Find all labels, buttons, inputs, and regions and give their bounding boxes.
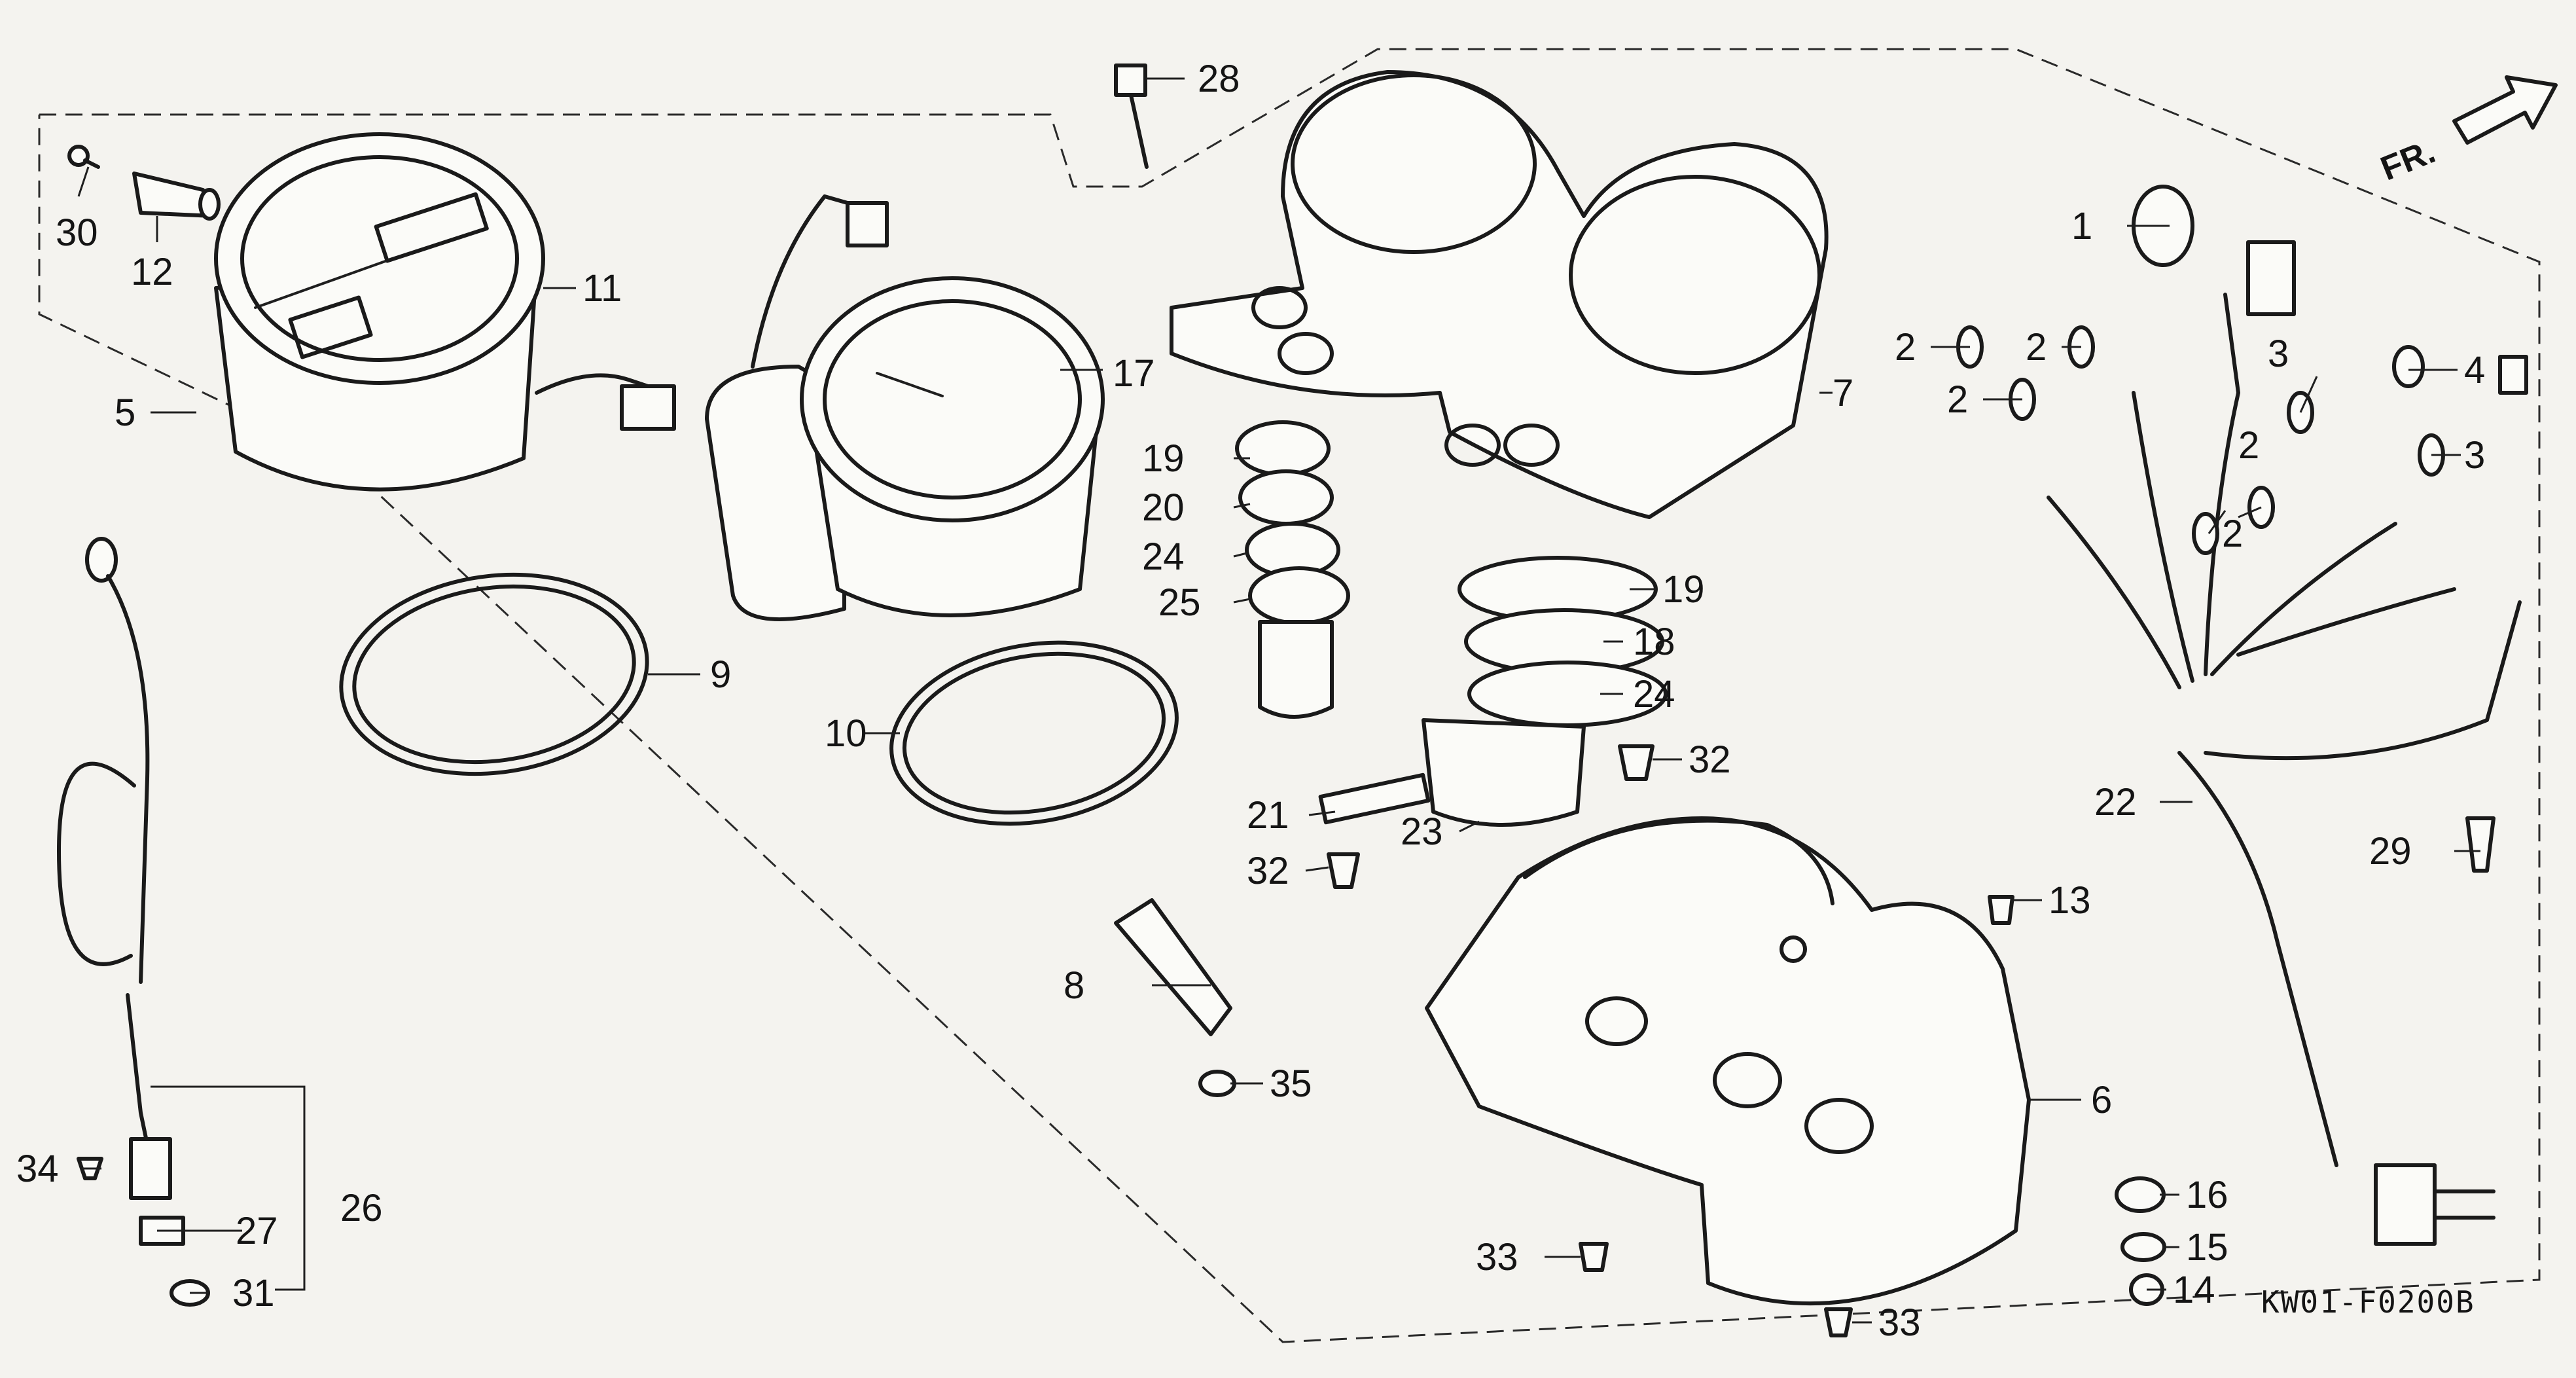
screw-33a (1579, 1242, 1609, 1272)
callout-26: 26 (340, 1187, 383, 1229)
callout-15: 15 (2186, 1226, 2228, 1269)
nut-35 (1198, 1070, 1236, 1097)
callout-2: 2 (1895, 326, 1916, 369)
cable-end-26 (126, 993, 185, 1246)
callout-27: 27 (236, 1210, 278, 1252)
leader-lines (77, 77, 2480, 1324)
meter-case-6 (1425, 816, 2031, 1306)
callout-25: 25 (1158, 581, 1201, 624)
callout-31: 31 (232, 1272, 275, 1315)
bolt-28 (1114, 63, 1149, 169)
callout-5: 5 (115, 391, 135, 434)
plate-21 (1318, 772, 1431, 825)
callout-20: 20 (1142, 486, 1185, 529)
callout-34: 34 (16, 1148, 59, 1190)
callout-2: 2 (2238, 424, 2259, 467)
callout-13: 13 (2048, 879, 2091, 922)
socket-stack-left (1235, 420, 1350, 719)
callout-1: 1 (2071, 205, 2092, 247)
screw-13 (1988, 895, 2014, 925)
callout-21: 21 (1247, 794, 1289, 837)
bracket-8 (1114, 898, 1232, 1036)
wire-harness-22 (2047, 240, 2522, 1246)
callout-12: 12 (131, 251, 173, 293)
callout-19: 19 (1142, 437, 1185, 480)
callout-8: 8 (1064, 964, 1084, 1007)
callout-7: 7 (1833, 372, 1853, 414)
screw-33b (1824, 1307, 1853, 1337)
callout-32: 32 (1247, 850, 1289, 892)
cap-4 (2392, 345, 2425, 388)
callout-14: 14 (2173, 1269, 2215, 1311)
callout-11: 11 (582, 267, 622, 310)
screw-29 (2465, 816, 2496, 873)
callout-3: 3 (2268, 333, 2289, 375)
tachometer-17 (705, 194, 1105, 621)
callout-16: 16 (2186, 1174, 2228, 1216)
front-arrow-icon: FR. (2376, 75, 2558, 188)
bulb-2e (2192, 512, 2219, 555)
callout-24: 24 (1142, 535, 1185, 578)
callout-4: 4 (2464, 349, 2485, 391)
washer-15 (2120, 1232, 2166, 1262)
screw-30 (67, 145, 100, 169)
callout-35: 35 (1270, 1062, 1312, 1105)
screw-32b (1327, 852, 1360, 889)
callout-9: 9 (710, 653, 731, 696)
meter-panel-7 (1170, 70, 1829, 519)
callout-23: 23 (1401, 810, 1443, 853)
screw-32a (1618, 744, 1655, 781)
callout-30: 30 (56, 211, 98, 254)
callout-2: 2 (2026, 326, 2047, 369)
cable-fitting-12 (132, 172, 221, 221)
callout-29: 29 (2369, 830, 2412, 873)
callout-17: 17 (1113, 352, 1155, 395)
grommet-16 (2115, 1176, 2166, 1213)
callout-19: 19 (1662, 568, 1705, 611)
callout-10: 10 (825, 712, 867, 755)
callout-28: 28 (1198, 58, 1240, 100)
diagram-code: KW01-F0200B (2261, 1284, 2475, 1320)
callout-33: 33 (1878, 1301, 1921, 1344)
callout-6: 6 (2091, 1079, 2112, 1121)
callout-3: 3 (2464, 434, 2485, 477)
callout-32: 32 (1689, 738, 1731, 781)
callout-labels: 1 2 2 2 2 2 3 3 4 5 6 7 8 9 10 11 12 13 … (16, 58, 2485, 1344)
callout-33: 33 (1476, 1236, 1518, 1278)
socket-stack-right (1422, 556, 1668, 827)
connector-4 (2498, 355, 2528, 395)
gasket-ring-9 (339, 572, 649, 776)
callout-2: 2 (2222, 513, 2243, 555)
callout-2: 2 (1947, 378, 1968, 421)
callout-22: 22 (2094, 781, 2137, 824)
direction-label: FR. (2376, 132, 2441, 188)
callout-24: 24 (1633, 673, 1675, 716)
speedometer-11 (214, 132, 676, 492)
gasket-ring-10 (889, 640, 1179, 826)
cable-5 (57, 537, 150, 984)
callout-18: 18 (1633, 621, 1675, 663)
assembly-border (38, 48, 2541, 1343)
